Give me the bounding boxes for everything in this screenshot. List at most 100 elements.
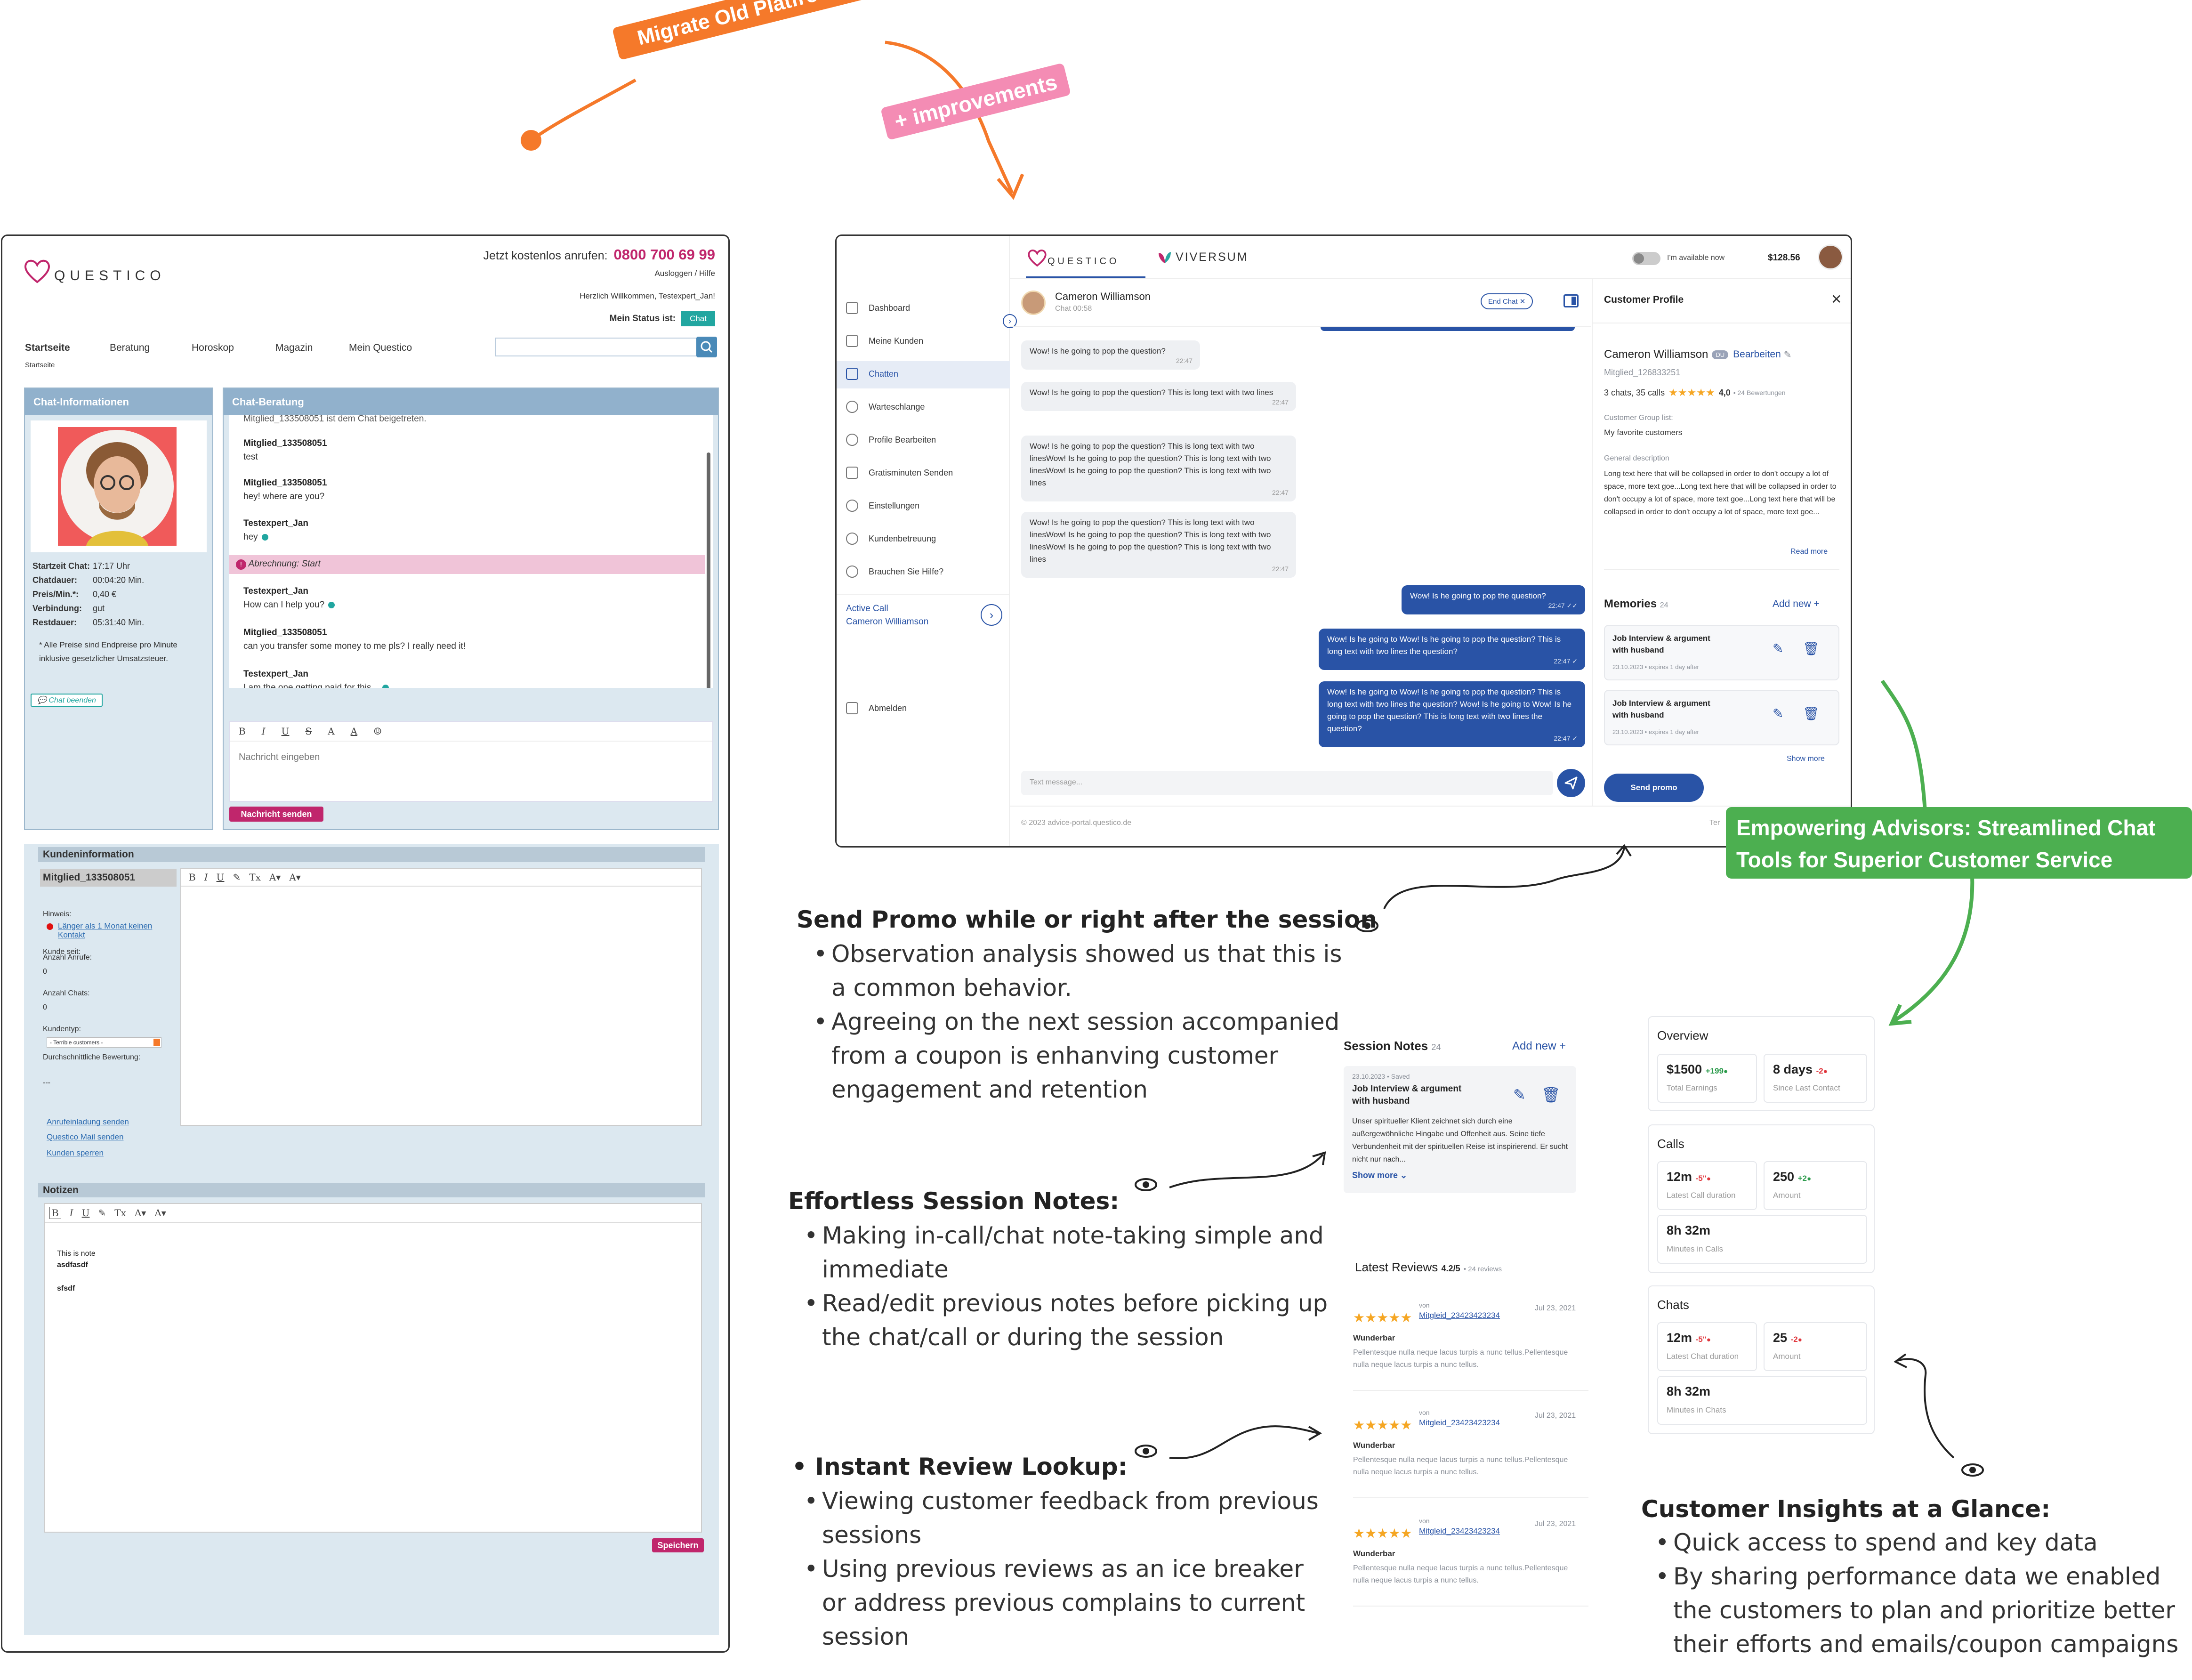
save-button[interactable]: Speichern [652, 1538, 704, 1552]
questico-tab[interactable]: QUESTICO [1027, 248, 1119, 267]
block-customer-link[interactable]: Kunden sperren [47, 1148, 104, 1157]
logout-link[interactable]: Ausloggen / Hilfe [654, 269, 715, 278]
panel-toggle-icon[interactable] [1563, 294, 1579, 307]
show-more-link[interactable]: Show more [1787, 755, 1825, 763]
bold-icon[interactable]: B [239, 726, 246, 737]
questico-mail-link[interactable]: Questico Mail senden [47, 1132, 124, 1141]
trash-icon[interactable]: 🗑 [1803, 706, 1820, 721]
add-memory-button[interactable]: Add new + [1773, 598, 1820, 609]
notes-arrow [1135, 1151, 1326, 1191]
brush-icon[interactable]: ✎ [233, 872, 241, 883]
end-chat-button[interactable]: End Chat ✕ [1481, 293, 1533, 309]
sidebar-item-free-minutes[interactable]: Gratisminuten Senden [846, 467, 953, 479]
status-badge[interactable]: Chat [681, 311, 715, 326]
nav-mein-questico[interactable]: Mein Questico [349, 342, 412, 353]
font-color-icon[interactable]: A▾ [134, 1207, 146, 1219]
chevron-right-icon[interactable]: › [981, 604, 1002, 626]
memory-meta: 23.10.2023 • expires 1 day after [1612, 663, 1699, 670]
brush-icon[interactable]: ✎ [98, 1207, 106, 1219]
bold-icon[interactable]: B [49, 1207, 61, 1219]
hint-link[interactable]: Länger als 1 Monat keinen Kontakt [58, 921, 153, 939]
edit-icon[interactable]: ✎ [1513, 1086, 1526, 1103]
sidebar-item-customers[interactable]: Meine Kunden [846, 335, 923, 347]
user-avatar[interactable] [1818, 244, 1843, 270]
read-more-link[interactable]: Read more [1790, 548, 1828, 556]
review-title: Wunderbar [1353, 1549, 1395, 1558]
review-user-link[interactable]: Mitgleid_23423423234 [1419, 1418, 1500, 1427]
underline-icon[interactable]: U [81, 1207, 90, 1219]
balance: $128.56 [1768, 253, 1800, 263]
underline-icon[interactable]: U [216, 872, 225, 883]
edit-profile-link[interactable]: Bearbeiten [1733, 349, 1781, 360]
up-icon: ● [1723, 1067, 1728, 1075]
calls-value: 0 [43, 968, 47, 976]
old-logo[interactable]: QUESTICO [23, 258, 166, 284]
sidebar-item-chat[interactable]: Chatten [846, 368, 898, 380]
nav-startseite[interactable]: Startseite [25, 342, 70, 353]
review-user-link[interactable]: Mitgleid_23423423234 [1419, 1527, 1500, 1535]
italic-icon[interactable]: I [204, 872, 208, 883]
italic-icon[interactable]: I [261, 726, 266, 737]
italic-icon[interactable]: I [69, 1207, 73, 1219]
font-color-icon[interactable]: A▾ [269, 872, 281, 883]
clear-format-icon[interactable]: Tx [249, 872, 261, 883]
sidebar-item-help[interactable]: Brauchen Sie Hilfe? [846, 565, 943, 578]
note-show-more[interactable]: Show more [1352, 1171, 1398, 1180]
sidebar-item-profile[interactable]: Profile Bearbeiten [846, 434, 936, 446]
collapse-sidebar-icon[interactable]: › [1003, 314, 1017, 328]
customer-type-select[interactable]: - Terrible customers - [47, 1037, 161, 1048]
session-note-card[interactable]: 23.10.2023 • Saved Job Interview & argum… [1344, 1066, 1576, 1193]
viversum-logo-text: VIVERSUM [1176, 250, 1249, 264]
sidebar-item-support[interactable]: Kundenbetreuung [846, 533, 936, 545]
memory-card[interactable]: Job Interview & argument with husband 23… [1604, 625, 1839, 680]
add-note-button[interactable]: Add new + [1512, 1040, 1566, 1052]
font-color-icon[interactable]: A [328, 726, 335, 737]
highlight-icon[interactable]: A▾ [289, 872, 301, 883]
message-input[interactable]: Text message... [1021, 771, 1553, 795]
clear-format-icon[interactable]: Tx [114, 1207, 126, 1219]
viversum-tab[interactable]: VIVERSUM [1157, 249, 1249, 265]
active-call[interactable]: Active Call Cameron Williamson [846, 602, 928, 629]
phone-number[interactable]: 0800 700 69 99 [613, 246, 716, 263]
sidebar-item-settings[interactable]: Einstellungen [846, 500, 919, 512]
edit-icon[interactable]: ✎ [1773, 706, 1784, 721]
search-icon[interactable] [696, 337, 717, 357]
sidebar-item-logout[interactable]: Abmelden [846, 702, 907, 714]
nav-beratung[interactable]: Beratung [110, 342, 150, 353]
close-icon[interactable]: ✕ [1831, 292, 1842, 307]
sidebar-item-queue[interactable]: Warteschlange [846, 401, 925, 413]
availability-toggle[interactable] [1632, 252, 1660, 265]
sidebar-item-dashboard[interactable]: Dashboard [846, 302, 910, 314]
emoji-icon[interactable]: ☺ [373, 726, 382, 737]
send-message-button[interactable]: Nachricht senden [229, 807, 323, 822]
breadcrumb[interactable]: Startseite [25, 361, 55, 369]
edit-icon[interactable]: ✎ [1783, 349, 1792, 360]
edit-icon[interactable]: ✎ [1773, 641, 1784, 656]
nav-horoskop[interactable]: Horoskop [192, 342, 234, 353]
underline-icon[interactable]: U [281, 726, 290, 737]
review-user-link[interactable]: Mitgleid_23423423234 [1419, 1311, 1500, 1320]
footer-copyright: © 2023 advice-portal.questico.de [1021, 819, 1132, 827]
call-invite-link[interactable]: Anrufeinladung senden [47, 1117, 129, 1126]
highlight-icon[interactable]: A▾ [154, 1207, 166, 1219]
nav-magazin[interactable]: Magazin [275, 342, 313, 353]
trash-icon[interactable]: 🗑 [1541, 1086, 1561, 1103]
old-search-input[interactable] [495, 338, 702, 356]
bold-icon[interactable]: B [189, 872, 196, 883]
send-icon[interactable] [1557, 769, 1585, 797]
end-chat-button[interactable]: 💬 Chat beenden [31, 694, 103, 707]
reviews-arrow [1135, 1425, 1322, 1460]
trash-icon[interactable]: 🗑 [1803, 641, 1820, 656]
memory-card[interactable]: Job Interview & argument with husband 23… [1604, 690, 1839, 745]
highlight-icon[interactable]: A [350, 726, 358, 737]
empowering-callout: Empowering Advisors: Streamlined Chat To… [1726, 807, 2192, 879]
footer-terms-link[interactable]: Ter [1709, 819, 1720, 827]
latest-reviews-section: Latest Reviews 4.2/5 • 24 reviews ★★★★★ … [1353, 1252, 1598, 1610]
chat-scrollbar[interactable] [707, 452, 710, 688]
send-promo-button[interactable]: Send promo [1604, 774, 1704, 802]
strike-icon[interactable]: S [305, 726, 312, 737]
